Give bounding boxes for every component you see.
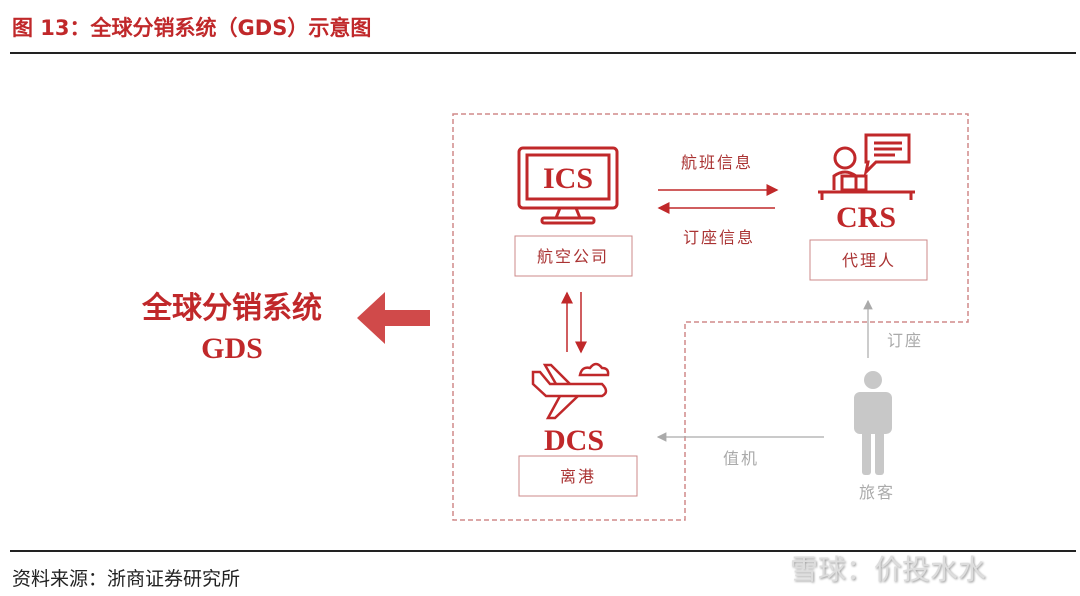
crs-code: CRS bbox=[836, 201, 896, 234]
agent-icon bbox=[818, 133, 915, 200]
person-icon bbox=[854, 371, 892, 475]
booking-info-label: 订座信息 bbox=[683, 228, 755, 247]
flight-info-label: 航班信息 bbox=[681, 153, 753, 172]
checkin-label: 值机 bbox=[723, 449, 759, 468]
gds-boundary bbox=[452, 113, 969, 521]
watermark: 雪球：价投水水 bbox=[790, 553, 987, 586]
gds-label-en: GDS bbox=[201, 332, 263, 365]
airplane-icon bbox=[531, 362, 610, 420]
passenger-label: 旅客 bbox=[859, 483, 895, 502]
ics-box bbox=[514, 235, 633, 277]
ics-code: ICS bbox=[543, 162, 593, 195]
crs-box bbox=[809, 239, 928, 281]
left-arrow-icon bbox=[357, 292, 430, 344]
figure-title: 图 13：全球分销系统（GDS）示意图 bbox=[12, 16, 372, 40]
ics-label: 航空公司 bbox=[537, 247, 609, 266]
dcs-box bbox=[518, 455, 638, 497]
booking-label: 订座 bbox=[887, 331, 923, 350]
gds-label-cn: 全球分销系统 bbox=[141, 291, 322, 325]
dcs-label: 离港 bbox=[560, 467, 596, 486]
monitor-icon bbox=[517, 146, 619, 225]
title-divider bbox=[10, 52, 1076, 54]
crs-label: 代理人 bbox=[842, 251, 896, 270]
footer-divider bbox=[10, 550, 1076, 552]
dcs-code: DCS bbox=[544, 424, 604, 457]
source-note: 资料来源：浙商证券研究所 bbox=[12, 568, 241, 590]
